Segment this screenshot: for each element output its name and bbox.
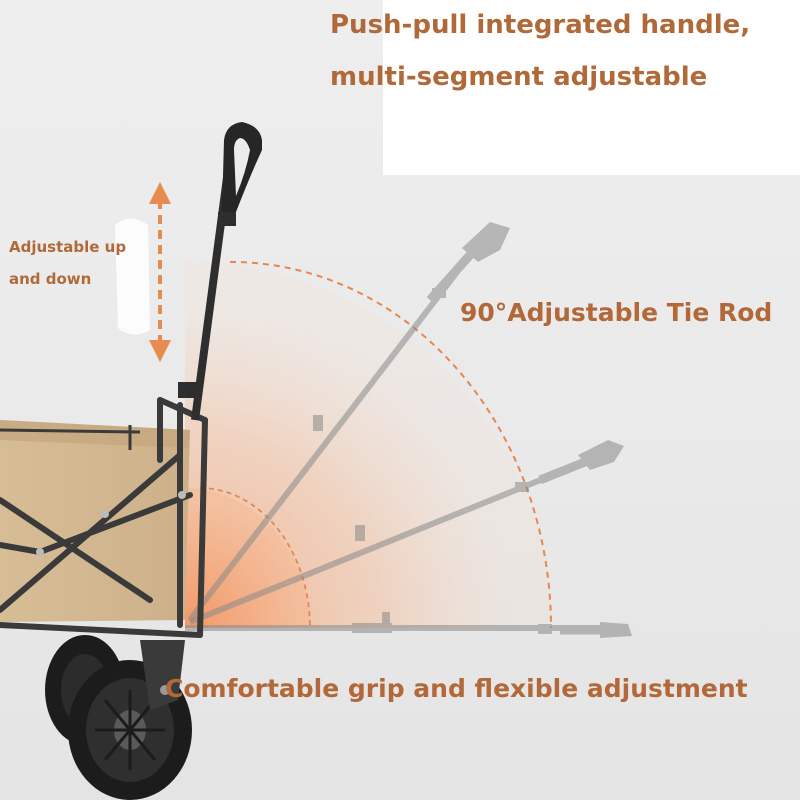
main-handle: [178, 122, 262, 421]
headline-line-1: Push-pull integrated handle,: [330, 10, 751, 40]
rotation-arc-large: [229, 260, 552, 629]
wagon-body: [0, 397, 208, 638]
adjustable-label-line-2: and down: [9, 270, 92, 288]
adjustable-label-line-1: Adjustable up: [9, 238, 127, 256]
handle-grip: [222, 122, 262, 212]
headline-line-2: multi-segment adjustable: [330, 62, 708, 92]
wheels: [45, 635, 192, 800]
title-background: [383, 0, 800, 175]
ghost-handle-horizontal: [185, 612, 632, 638]
rotation-arc-small: [199, 487, 311, 629]
up-down-arrow-icon: [149, 182, 171, 362]
rotation-sector-small: [185, 488, 310, 628]
ghost-handle-diagonal-low: [188, 440, 624, 625]
tie-rod-label: 90°Adjustable Tie Rod: [460, 298, 773, 327]
white-highlight: [115, 218, 150, 335]
ghost-handle-diagonal-high: [187, 222, 510, 622]
grip-label: Comfortable grip and flexible adjustment: [165, 674, 748, 703]
